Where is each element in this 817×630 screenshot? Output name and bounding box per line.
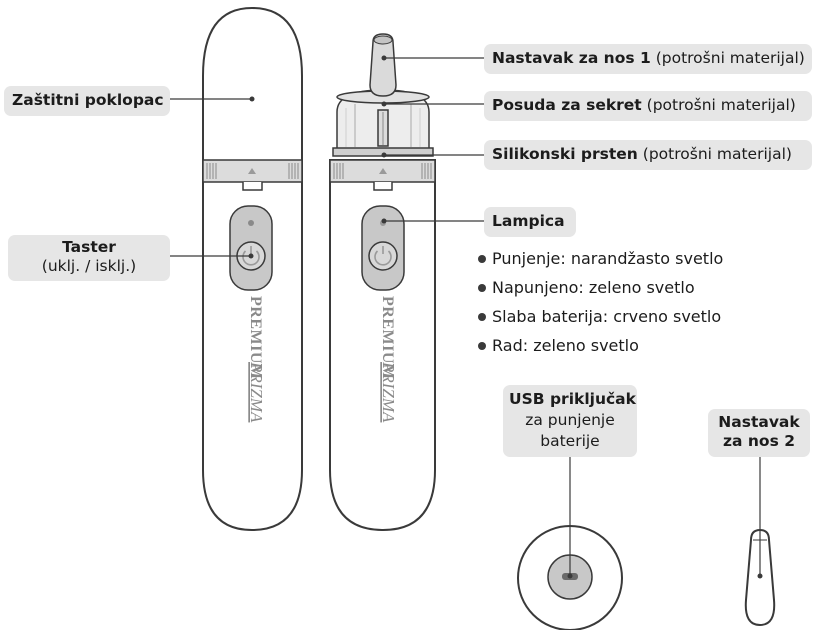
label-usb-title: USB priključak [509,390,636,408]
lamp-state-item: Napunjeno: zeleno svetlo [478,273,723,302]
label-nozzle-2-line1: Nastavak [718,413,800,431]
label-nozzle-2-line2: za nos 2 [723,432,795,450]
power-button-left[interactable] [229,205,273,291]
seam-band-right [329,159,436,191]
device-right-body [329,159,436,532]
label-power-button-title: Taster [62,238,116,256]
lamp-state-item: Rad: zeleno svetlo [478,331,723,360]
nozzle-1 [369,33,397,97]
lamp-state-item: Slaba baterija: crveno svetlo [478,302,723,331]
label-nozzle-2: Nastavak za nos 2 [708,409,810,457]
label-usb-port: USB priključak za punjenje baterije [503,385,637,457]
cap-seam-band [202,159,303,191]
label-secretion-container: Posuda za sekret (potrošni materijal) [484,91,812,121]
lamp-states-list: Punjenje: narandžasto svetlo Napunjeno: … [478,244,723,360]
secretion-container [336,89,430,151]
label-usb-line3: baterije [540,432,600,450]
brand-premium-left: PREMIUM [247,296,264,379]
label-power-button: Taster (uklj. / isklj.) [8,235,170,281]
label-usb-line2: za punjenje [525,411,615,429]
label-silicone-ring: Silikonski prsten (potrošni materijal) [484,140,812,170]
power-button-right[interactable] [361,205,405,291]
leader-lines [169,55,763,579]
label-nozzle-1: Nastavak za nos 1 (potrošni materijal) [484,44,812,74]
label-protective-cap: Zaštitni poklopac [4,86,170,116]
label-power-button-sub: (uklj. / isklj.) [41,257,137,275]
brand-prizma-left: PRIZMA [247,361,266,423]
brand-prizma-right: PRIZMA [379,361,398,423]
label-lamp: Lampica [484,207,576,237]
lamp-state-item: Punjenje: narandžasto svetlo [478,244,723,273]
brand-premium-right: PREMIUM [379,296,396,379]
device-open [329,159,436,532]
